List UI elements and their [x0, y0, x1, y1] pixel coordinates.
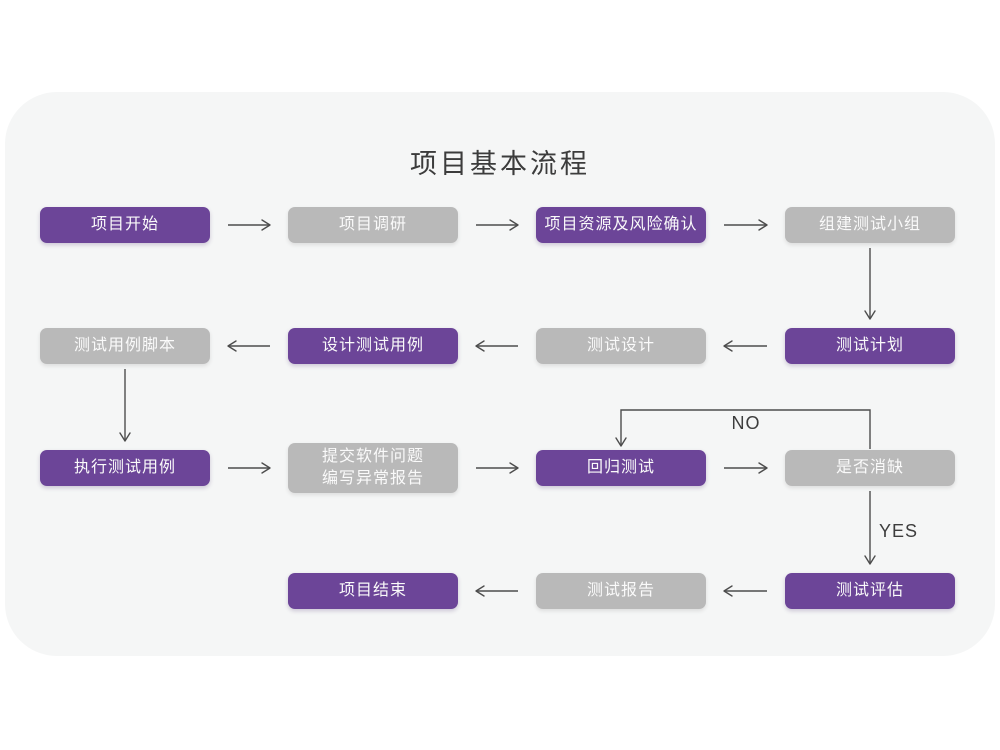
flow-node-defect-resolved: 是否消缺 — [785, 450, 955, 486]
flow-node-build-test-team: 组建测试小组 — [785, 207, 955, 243]
flow-node-resources-risk-confirm: 项目资源及风险确认 — [536, 207, 706, 243]
yes-branch-label: YES — [879, 521, 919, 541]
flow-node-test-report: 测试报告 — [536, 573, 706, 609]
flow-node-submit-issue-report: 提交软件问题 编写异常报告 — [288, 443, 458, 493]
flow-node-regression-test: 回归测试 — [536, 450, 706, 486]
flow-node-test-evaluation: 测试评估 — [785, 573, 955, 609]
flow-node-project-start: 项目开始 — [40, 207, 210, 243]
flow-node-test-plan: 测试计划 — [785, 328, 955, 364]
flow-node-project-research: 项目调研 — [288, 207, 458, 243]
no-branch-label: NO — [731, 413, 761, 433]
flow-node-test-design: 测试设计 — [536, 328, 706, 364]
flow-node-test-case-script: 测试用例脚本 — [40, 328, 210, 364]
flow-node-execute-test-case: 执行测试用例 — [40, 450, 210, 486]
diagram-title: 项目基本流程 — [410, 149, 590, 179]
flow-node-design-test-case: 设计测试用例 — [288, 328, 458, 364]
flow-node-project-end: 项目结束 — [288, 573, 458, 609]
flowchart-card — [5, 92, 995, 656]
